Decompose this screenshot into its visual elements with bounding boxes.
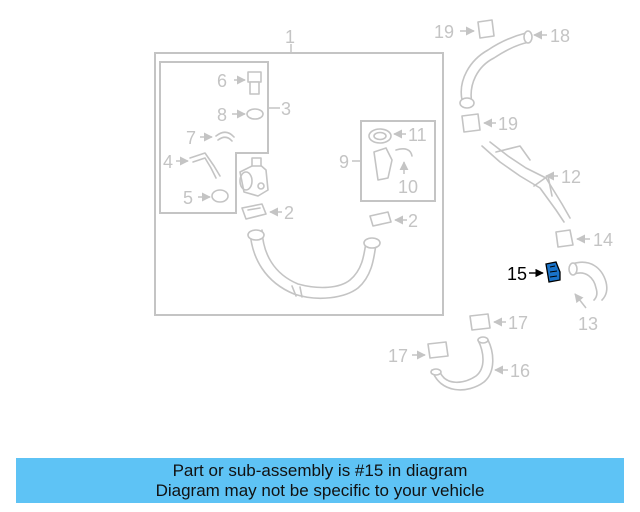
part-17-clamp-upper: 17 (469, 313, 528, 333)
parts-diagram: 1 3 9 6 8 7 4 5 (154, 19, 613, 391)
subassembly-frame-9: 9 (339, 120, 436, 202)
callout-11: 11 (408, 125, 427, 145)
part-11-seal: 11 (368, 125, 427, 145)
callout-16: 16 (510, 361, 530, 381)
callout-19a: 19 (434, 22, 454, 42)
part-7-clip: 7 (186, 128, 235, 148)
callout-8: 8 (217, 105, 227, 125)
part-4-bracket: 4 (163, 152, 221, 179)
info-banner: Part or sub-assembly is #15 in diagram D… (16, 458, 624, 503)
part-15-clamp-highlighted: 15 (507, 261, 561, 284)
callout-2b: 2 (408, 211, 418, 231)
callout-1: 1 (285, 27, 295, 47)
callout-4: 4 (163, 152, 173, 172)
part-12-manifold-pipe: 12 (481, 141, 581, 223)
part-16-hose: 16 (430, 336, 530, 391)
callout-10: 10 (398, 177, 418, 197)
banner-line-disclaimer: Diagram may not be specific to your vehi… (155, 481, 485, 500)
callout-3: 3 (281, 99, 291, 119)
callout-13: 13 (578, 314, 598, 334)
coolant-hose-main (247, 229, 381, 300)
callout-5: 5 (183, 188, 193, 208)
part-19-clamp-top: 19 (434, 19, 495, 42)
subassembly-frame-3: 3 (159, 61, 291, 214)
callout-12: 12 (561, 167, 581, 187)
thermostat-housing (239, 157, 269, 197)
callout-7: 7 (186, 128, 196, 148)
part-19-clamp-mid: 19 (461, 113, 518, 134)
part-8-o-ring: 8 (217, 105, 264, 125)
part-17-clamp-lower: 17 (388, 341, 449, 366)
part-6-sensor: 6 (217, 71, 262, 95)
assembly-frame-1: 1 (154, 27, 444, 316)
part-13-hose: 13 (568, 261, 608, 334)
part-2-clamp-left: 2 (241, 203, 294, 223)
callout-9: 9 (339, 152, 349, 172)
part-5-o-ring: 5 (183, 188, 229, 208)
banner-line-part: Part or sub-assembly is #15 in diagram (172, 461, 468, 480)
callout-2a: 2 (284, 203, 294, 223)
part-18-pipe: 18 (459, 26, 570, 109)
part-2-clamp-right: 2 (369, 211, 418, 231)
part-14-clamp: 14 (555, 229, 613, 250)
callout-15: 15 (507, 264, 527, 284)
callout-17a: 17 (508, 313, 528, 333)
callout-19b: 19 (498, 114, 518, 134)
callout-6: 6 (217, 71, 227, 91)
callout-17b: 17 (388, 346, 408, 366)
callout-18: 18 (550, 26, 570, 46)
part-10-fitting: 10 (373, 147, 418, 197)
callout-14: 14 (593, 230, 613, 250)
